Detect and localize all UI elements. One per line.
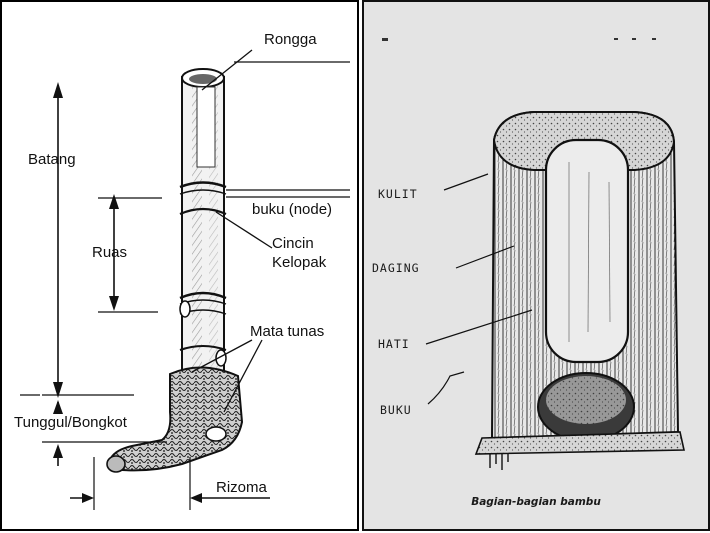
label-rizoma: Rizoma [216, 479, 268, 496]
rhizome-stump [107, 367, 242, 472]
label-tunggul: Tunggul/Bongkot [14, 414, 128, 431]
scan-marks [382, 38, 656, 41]
label-kulit: KULIT [378, 187, 418, 201]
label-batang: Batang [28, 151, 76, 168]
label-buku: BUKU [380, 403, 412, 417]
label-hati: HATI [378, 337, 410, 351]
label-rongga: Rongga [264, 31, 317, 48]
left-diagram-panel: Rongga Batang buku (node) Ruas Cincin Ke… [0, 0, 359, 531]
batang-span-arrow [42, 82, 134, 398]
label-mata-tunas: Mata tunas [250, 323, 324, 340]
label-cincin: Cincin [272, 235, 314, 252]
label-daging: DAGING [372, 261, 420, 275]
label-buku-node: buku (node) [252, 201, 332, 218]
right-diagram-panel: KULIT DAGING HATI BUKU Bagian-bagian bam… [362, 0, 710, 531]
figure-caption: Bagian-bagian bambu [471, 496, 601, 508]
label-kelopak: Kelopak [272, 254, 327, 271]
bamboo-section-illustration: KULIT DAGING HATI BUKU Bagian-bagian bam… [364, 2, 710, 533]
bamboo-block [476, 112, 684, 470]
stem-culm [180, 69, 226, 397]
bamboo-stem-illustration: Rongga Batang buku (node) Ruas Cincin Ke… [2, 2, 361, 533]
label-ruas: Ruas [92, 244, 127, 261]
